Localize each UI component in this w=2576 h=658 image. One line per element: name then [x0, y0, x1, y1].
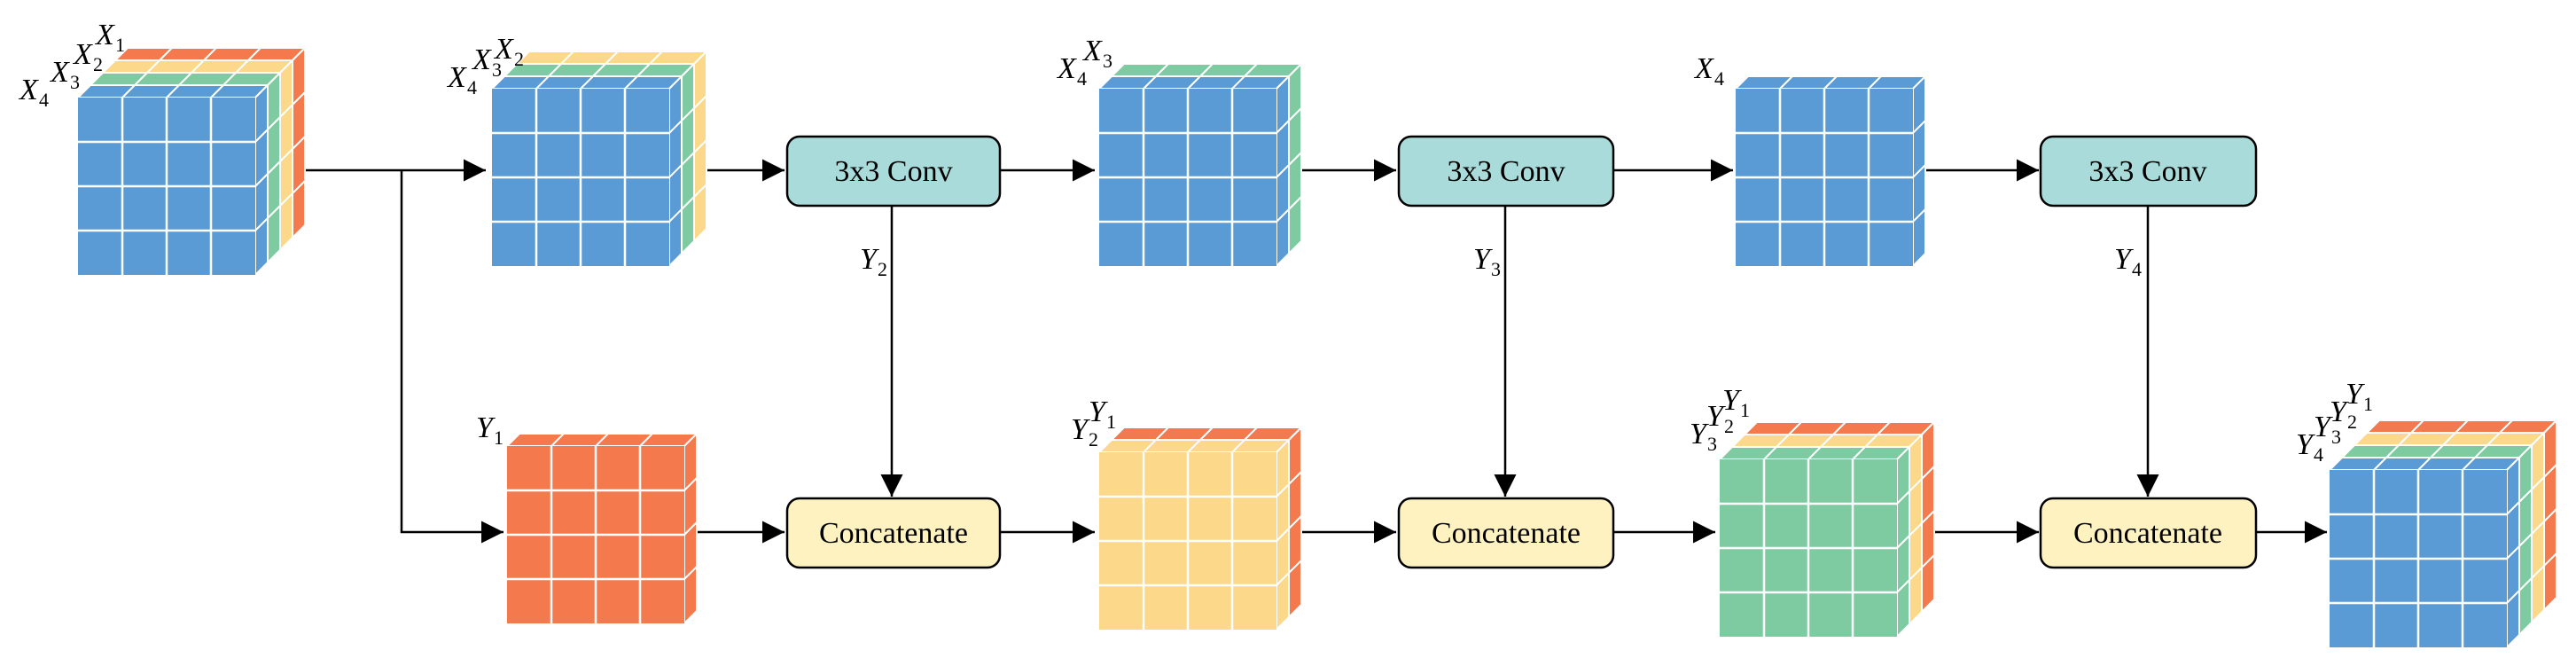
svg-text:Y: Y — [2114, 243, 2134, 276]
conv-box-1: 3x3 Conv — [785, 135, 1002, 208]
tensor-input-x1234 — [75, 45, 308, 278]
svg-text:2: 2 — [1724, 415, 1734, 437]
svg-text:1: 1 — [1740, 399, 1750, 421]
conv-box-3: 3x3 Conv — [2039, 135, 2258, 208]
svg-text:X: X — [1693, 52, 1714, 85]
svg-text:Y: Y — [2330, 396, 2349, 428]
svg-text:3: 3 — [2331, 426, 2341, 448]
svg-text:3: 3 — [1103, 50, 1112, 72]
tensor-x234 — [489, 49, 709, 269]
svg-text:4: 4 — [467, 76, 477, 98]
svg-text:X: X — [1081, 35, 1103, 67]
svg-text:Y: Y — [1690, 418, 1709, 450]
concat-box-3: Concatenate — [2039, 497, 2258, 569]
tensor-y1 — [504, 431, 699, 626]
svg-text:2: 2 — [878, 258, 887, 280]
svg-text:4: 4 — [2314, 443, 2323, 466]
tensor-y12 — [1097, 425, 1304, 632]
svg-text:2: 2 — [2347, 411, 2357, 433]
connections — [306, 159, 2327, 544]
tensor-x4 — [1733, 74, 1928, 269]
svg-text:X: X — [49, 56, 70, 89]
svg-text:3: 3 — [70, 71, 80, 93]
svg-text:X: X — [18, 74, 39, 106]
svg-text:2: 2 — [514, 48, 524, 70]
svg-text:2: 2 — [1089, 428, 1098, 450]
svg-text:Y: Y — [476, 411, 496, 444]
svg-text:X: X — [446, 61, 467, 94]
concat-box-2-label: Concatenate — [1432, 517, 1581, 550]
conv-box-2-label: 3x3 Conv — [1447, 155, 1565, 188]
conv-box-1-label: 3x3 Conv — [834, 155, 952, 188]
concat-box-2: Concatenate — [1397, 497, 1615, 569]
tensor-x34 — [1097, 61, 1304, 269]
svg-text:X: X — [493, 33, 514, 66]
svg-text:3: 3 — [1707, 433, 1717, 455]
svg-text:1: 1 — [1106, 411, 1116, 433]
conv-box-2: 3x3 Conv — [1397, 135, 1615, 208]
tensor-layer — [75, 45, 2559, 650]
svg-text:4: 4 — [39, 89, 49, 111]
svg-text:2: 2 — [93, 53, 103, 75]
tensor-output-y1234 — [2327, 418, 2559, 650]
svg-text:3: 3 — [492, 59, 502, 81]
conv-box-3-label: 3x3 Conv — [2088, 155, 2206, 188]
concat-box-3-label: Concatenate — [2073, 517, 2222, 550]
concat-box-1-label: Concatenate — [819, 517, 968, 550]
svg-text:Y: Y — [2296, 428, 2315, 461]
svg-text:3: 3 — [1491, 258, 1501, 280]
svg-text:1: 1 — [2363, 393, 2373, 415]
tensor-y123 — [1717, 419, 1937, 639]
svg-text:Y: Y — [1089, 396, 1108, 428]
svg-text:Y: Y — [1706, 400, 1726, 433]
svg-text:Y: Y — [2314, 411, 2333, 443]
svg-text:1: 1 — [494, 427, 503, 449]
concat-box-1: Concatenate — [785, 497, 1002, 569]
edge-input-to-y1 — [400, 170, 503, 544]
svg-text:4: 4 — [1077, 67, 1087, 90]
svg-text:Y: Y — [860, 243, 879, 276]
svg-text:4: 4 — [2132, 258, 2142, 280]
svg-text:4: 4 — [1714, 67, 1724, 90]
svg-text:1: 1 — [115, 34, 125, 56]
svg-text:X: X — [94, 19, 115, 51]
svg-text:Y: Y — [1473, 243, 1493, 276]
svg-text:Y: Y — [1722, 384, 1742, 417]
svg-text:X: X — [72, 38, 93, 71]
svg-text:Y: Y — [2346, 378, 2365, 411]
svg-text:X: X — [471, 43, 492, 76]
svg-text:X: X — [1056, 52, 1077, 85]
svg-text:Y: Y — [1071, 413, 1090, 446]
